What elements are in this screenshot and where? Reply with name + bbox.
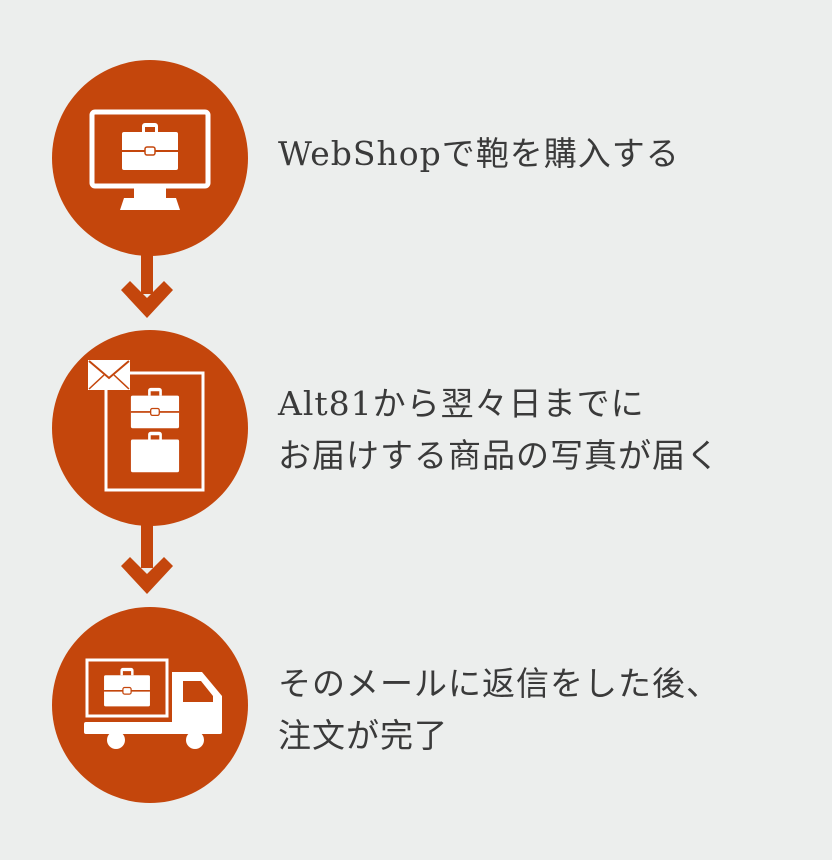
step-2-circle	[52, 330, 248, 526]
step-2-line-2: お届けする商品の写真が届く	[278, 436, 720, 475]
step-2-text: Alt81から翌々日までに お届けする商品の写真が届く	[278, 378, 720, 482]
step-3-line-1: そのメールに返信をした後、	[278, 664, 720, 703]
monitor-briefcase-icon	[89, 109, 211, 210]
step-3-text: そのメールに返信をした後、 注文が完了	[278, 658, 720, 762]
truck-briefcase-icon	[84, 658, 222, 749]
step-1-text: WebShopで鞄を購入する	[278, 128, 680, 180]
step-3-circle	[52, 607, 248, 803]
step-2-line-1: Alt81から翌々日までに	[278, 384, 645, 423]
step-3-line-2: 注文が完了	[278, 716, 448, 755]
arrow-down-icon	[121, 254, 173, 318]
step-1-line-1: WebShopで鞄を購入する	[278, 134, 680, 173]
step-1-circle	[52, 60, 248, 256]
mail-document-briefcases-icon	[88, 360, 205, 492]
arrow-down-icon	[121, 524, 173, 594]
